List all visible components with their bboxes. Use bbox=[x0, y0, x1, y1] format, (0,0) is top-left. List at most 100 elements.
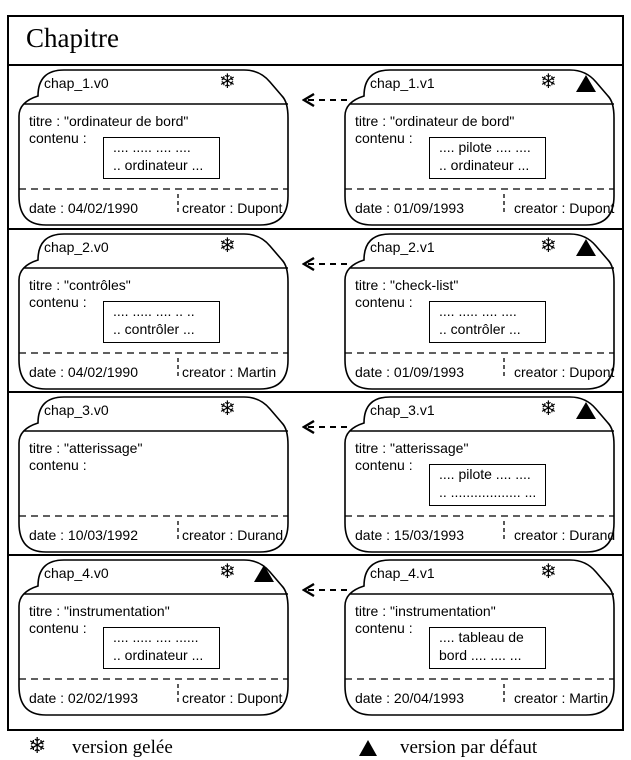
version-name: chap_1.v1 bbox=[370, 75, 435, 91]
legend: ❄ version gelée version par défaut bbox=[0, 735, 631, 760]
creator-field: creator : Martin bbox=[182, 364, 277, 380]
version-card-chap-2-v0: chap_2.v0 ❄ titre : "contrôles"contenu :..… bbox=[18, 232, 289, 391]
version-card-chap-1-v0: chap_1.v0 ❄ titre : "ordinateur de bord"co… bbox=[18, 68, 289, 227]
derivation-arrow bbox=[302, 93, 348, 107]
card-outline bbox=[18, 559, 289, 716]
contenu-line: .. .................. ... bbox=[439, 484, 537, 500]
card-outline bbox=[18, 396, 289, 553]
creator-field: creator : Durand bbox=[514, 527, 616, 543]
contenu-line: .... ..... .... .... bbox=[439, 303, 517, 319]
titre-field: titre : "contrôles" bbox=[29, 277, 131, 293]
contenu-box: .... ..... .... .... .. ordinateur ... bbox=[103, 137, 220, 179]
date-field: date : 20/04/1993 bbox=[355, 690, 464, 706]
triangle-icon bbox=[576, 402, 596, 419]
card-outline bbox=[344, 233, 615, 390]
version-name: chap_3.v1 bbox=[370, 402, 435, 418]
snowflake-icon: ❄ bbox=[540, 233, 557, 257]
creator-field: creator : Dupont bbox=[514, 200, 615, 216]
legend-frozen-label: version gelée bbox=[72, 737, 173, 758]
card-outline bbox=[18, 233, 289, 390]
snowflake-icon: ❄ bbox=[540, 396, 557, 420]
contenu-line: .... ..... .... .. .. bbox=[113, 303, 195, 319]
contenu-box: .... pilote .... .... .. ordinateur ... bbox=[429, 137, 546, 179]
card-outline bbox=[18, 69, 289, 226]
date-field: date : 02/02/1993 bbox=[29, 690, 138, 706]
date-field: date : 01/09/1993 bbox=[355, 200, 464, 216]
derivation-arrow bbox=[302, 257, 348, 271]
version-card-chap-3-v1: chap_3.v1 ❄ titre : "atterissage"contenu :… bbox=[344, 395, 615, 554]
contenu-label: contenu : bbox=[29, 130, 87, 146]
contenu-line: .. ordinateur ... bbox=[439, 157, 530, 173]
row-divider bbox=[7, 554, 624, 556]
version-name: chap_2.v1 bbox=[370, 239, 435, 255]
version-name: chap_4.v1 bbox=[370, 565, 435, 581]
titre-field: titre : "instrumentation" bbox=[29, 603, 170, 619]
triangle-icon bbox=[359, 740, 377, 756]
contenu-box: .... pilote .... .... .. ................… bbox=[429, 464, 546, 506]
version-name: chap_1.v0 bbox=[44, 75, 109, 91]
contenu-label: contenu : bbox=[355, 620, 413, 636]
snowflake-icon: ❄ bbox=[219, 69, 236, 93]
titre-field: titre : "ordinateur de bord" bbox=[29, 113, 189, 129]
contenu-label: contenu : bbox=[29, 620, 87, 636]
card-outline bbox=[344, 396, 615, 553]
contenu-box: .... ..... .... .. .. .. contrôler ... bbox=[103, 301, 220, 343]
titre-field: titre : "atterissage" bbox=[355, 440, 469, 456]
card-outline bbox=[344, 69, 615, 226]
snowflake-icon: ❄ bbox=[219, 559, 236, 583]
diagram-title: Chapitre bbox=[26, 23, 119, 53]
creator-field: creator : Dupont bbox=[514, 364, 615, 380]
contenu-line: .... ..... .... ...... bbox=[113, 629, 199, 645]
triangle-icon bbox=[254, 565, 274, 582]
contenu-line: .... pilote .... .... bbox=[439, 139, 531, 155]
creator-field: creator : Durand bbox=[182, 527, 284, 543]
contenu-line: .... tableau de bbox=[439, 629, 524, 645]
contenu-line: .. ordinateur ... bbox=[113, 647, 204, 663]
version-name: chap_3.v0 bbox=[44, 402, 109, 418]
contenu-box: .... tableau de bord .... .... ... bbox=[429, 627, 546, 669]
date-field: date : 10/03/1992 bbox=[29, 527, 138, 543]
version-card-chap-4-v0: chap_4.v0 ❄ titre : "instrumentation"conte… bbox=[18, 558, 289, 717]
card-outline bbox=[344, 559, 615, 716]
legend-default-label: version par défaut bbox=[400, 737, 538, 758]
triangle-icon bbox=[576, 239, 596, 256]
titre-field: titre : "check-list" bbox=[355, 277, 459, 293]
triangle-icon bbox=[576, 75, 596, 92]
contenu-line: .. ordinateur ... bbox=[113, 157, 204, 173]
titre-field: titre : "atterissage" bbox=[29, 440, 143, 456]
titre-field: titre : "instrumentation" bbox=[355, 603, 496, 619]
version-name: chap_2.v0 bbox=[44, 239, 109, 255]
contenu-label: contenu : bbox=[29, 294, 87, 310]
contenu-line: .. contrôler ... bbox=[113, 321, 195, 337]
creator-field: creator : Dupont bbox=[182, 200, 283, 216]
date-field: date : 04/02/1990 bbox=[29, 200, 138, 216]
contenu-line: bord .... .... ... bbox=[439, 647, 522, 663]
date-field: date : 04/02/1990 bbox=[29, 364, 138, 380]
snowflake-icon: ❄ bbox=[540, 559, 557, 583]
creator-field: creator : Dupont bbox=[182, 690, 283, 706]
chapitre-frame bbox=[7, 15, 624, 731]
date-field: date : 01/09/1993 bbox=[355, 364, 464, 380]
creator-field: creator : Martin bbox=[514, 690, 609, 706]
contenu-line: .. contrôler ... bbox=[439, 321, 521, 337]
row-divider bbox=[7, 228, 624, 230]
snowflake-icon: ❄ bbox=[219, 233, 236, 257]
version-card-chap-2-v1: chap_2.v1 ❄ titre : "check-list"contenu :.… bbox=[344, 232, 615, 391]
title-divider bbox=[7, 64, 624, 66]
snowflake-icon: ❄ bbox=[28, 734, 47, 759]
derivation-arrow bbox=[302, 583, 348, 597]
contenu-box: .... ..... .... .... .. contrôler ... bbox=[429, 301, 546, 343]
contenu-line: .... pilote .... .... bbox=[439, 466, 531, 482]
contenu-label: contenu : bbox=[355, 130, 413, 146]
contenu-box: .... ..... .... ...... .. ordinateur ... bbox=[103, 627, 220, 669]
row-divider bbox=[7, 391, 624, 393]
contenu-label: contenu : bbox=[355, 294, 413, 310]
derivation-arrow bbox=[302, 420, 348, 434]
version-card-chap-3-v0: chap_3.v0❄titre : "atterissage"contenu :… bbox=[18, 395, 289, 554]
contenu-line: .... ..... .... .... bbox=[113, 139, 191, 155]
version-card-chap-4-v1: chap_4.v1 ❄ titre : "instrumentation"conte… bbox=[344, 558, 615, 717]
date-field: date : 15/03/1993 bbox=[355, 527, 464, 543]
snowflake-icon: ❄ bbox=[540, 69, 557, 93]
contenu-label: contenu : bbox=[355, 457, 413, 473]
version-name: chap_4.v0 bbox=[44, 565, 109, 581]
